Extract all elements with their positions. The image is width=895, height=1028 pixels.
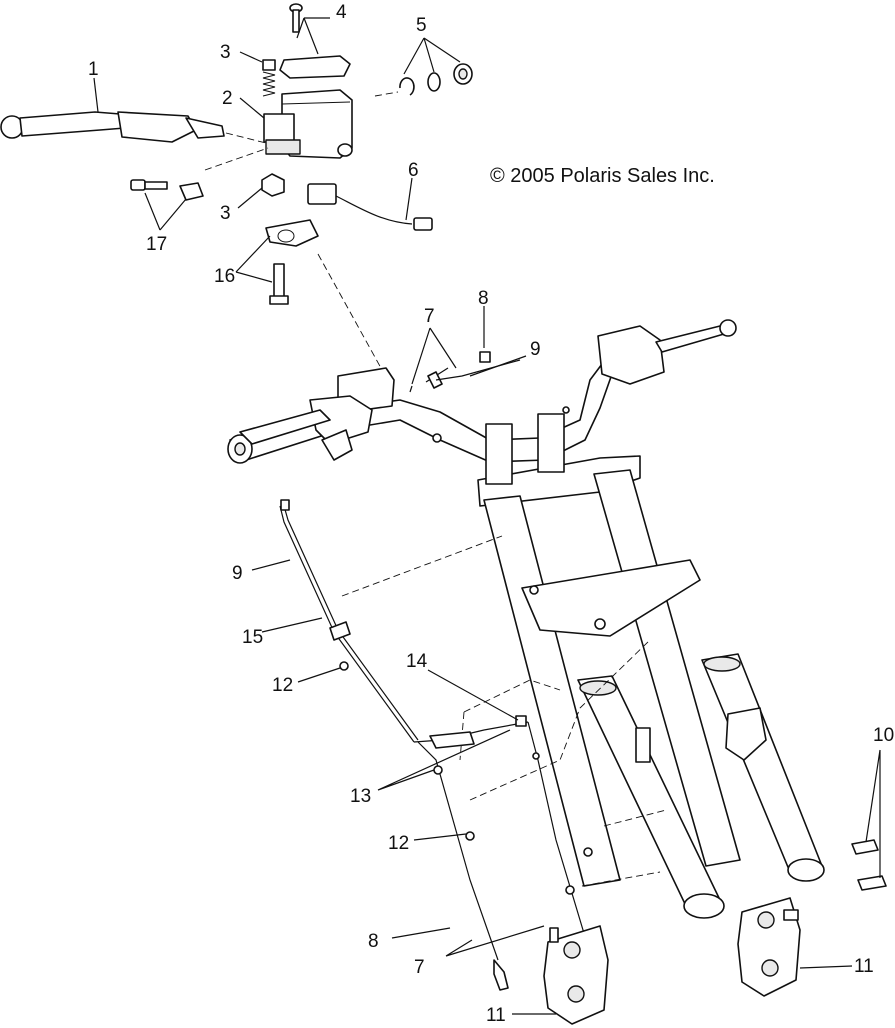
brake-light-switch	[307, 183, 433, 231]
callout-13: 13	[350, 786, 371, 807]
callout-11-left: 11	[486, 1005, 506, 1026]
left-master-cylinder	[239, 367, 395, 461]
line-clips	[329, 621, 593, 895]
left-caliper	[543, 925, 609, 1025]
reservoir-cap	[279, 55, 351, 79]
upper-line-fittings	[409, 351, 521, 393]
clamp-bracket	[265, 219, 319, 247]
master-cylinder-exploded	[263, 89, 353, 159]
clamp-bolt	[269, 263, 289, 305]
fork-tubes	[483, 469, 825, 919]
callout-7-lower: 7	[414, 957, 425, 978]
caliper-bolts	[851, 839, 887, 891]
callout-12-upper: 12	[272, 675, 293, 696]
brake-line	[279, 499, 587, 991]
callout-11-right: 11	[854, 956, 874, 977]
lever-pivot-bolt	[130, 179, 204, 201]
callout-16: 16	[214, 266, 235, 287]
right-master-cylinder	[597, 319, 737, 385]
callout-7-upper: 7	[424, 306, 435, 327]
callout-4: 4	[336, 2, 347, 23]
callout-3-top: 3	[220, 42, 231, 63]
brake-lever	[0, 111, 225, 143]
callout-8-lower: 8	[368, 931, 379, 952]
callout-10: 10	[873, 725, 894, 746]
cap-screw	[289, 3, 303, 33]
pivot-nut	[261, 173, 285, 197]
callout-14: 14	[406, 651, 428, 672]
callout-9-upper: 9	[530, 339, 541, 360]
callout-5: 5	[416, 15, 427, 36]
callout-9-lower: 9	[232, 563, 243, 584]
top-triple-clamp	[477, 413, 641, 507]
callout-3-nut: 3	[220, 203, 231, 224]
fork-guards	[635, 707, 767, 763]
callout-2: 2	[222, 88, 233, 109]
spring	[262, 59, 276, 97]
bottom-triple-clamp	[521, 559, 701, 637]
callout-6: 6	[408, 160, 419, 181]
right-caliper	[737, 897, 801, 997]
callout-1: 1	[88, 59, 99, 80]
callout-17: 17	[146, 234, 167, 255]
seal-rings	[399, 63, 473, 96]
callout-8-upper: 8	[478, 288, 489, 309]
callout-12-lower: 12	[388, 833, 409, 854]
callout-15: 15	[242, 627, 263, 648]
copyright-text: © 2005 Polaris Sales Inc.	[490, 165, 715, 187]
